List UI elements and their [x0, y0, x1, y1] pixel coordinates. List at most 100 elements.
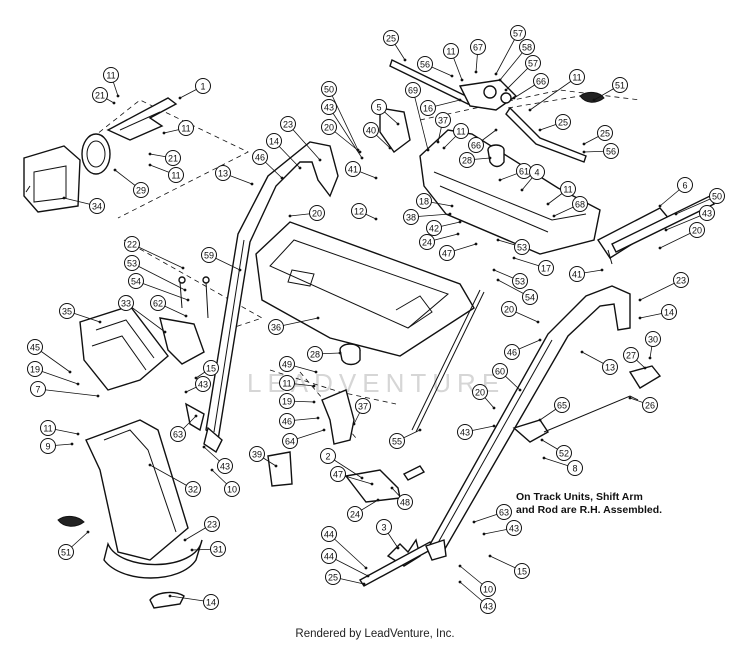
callout-number: 10 — [483, 585, 493, 595]
part-callout: 20 — [689, 222, 705, 238]
callout-circle — [279, 393, 295, 409]
callout-number: 6 — [682, 181, 687, 191]
part-callout: 24 — [347, 506, 363, 522]
callout-circle — [351, 203, 367, 219]
part-callout: 4 — [529, 164, 545, 180]
callout-number: 53 — [517, 243, 527, 253]
callout-number: 46 — [282, 417, 292, 427]
part-callout: 56 — [417, 56, 433, 72]
callout-circle — [529, 164, 545, 180]
part-callout: 53 — [512, 273, 528, 289]
leader-end — [316, 416, 320, 420]
callout-number: 15 — [206, 364, 216, 374]
callout-circle — [195, 376, 211, 392]
callout-circle — [215, 165, 231, 181]
callout-number: 11 — [456, 127, 465, 137]
part-callout: 18 — [416, 193, 432, 209]
callout-circle — [330, 466, 346, 482]
callout-number: 66 — [536, 77, 546, 87]
callout-circle — [480, 598, 496, 614]
leader-end — [492, 406, 496, 410]
leader-end — [96, 394, 100, 398]
callout-circle — [266, 133, 282, 149]
leader-end — [552, 214, 556, 218]
callout-circle — [195, 78, 211, 94]
part-callout: 40 — [363, 122, 379, 138]
part-callout: 3 — [376, 519, 392, 535]
callout-circle — [355, 398, 371, 414]
callout-number: 14 — [664, 308, 674, 318]
callout-circle — [59, 303, 75, 319]
part-callout: 65 — [554, 397, 570, 413]
leader-end — [370, 482, 374, 486]
leader-end — [458, 564, 462, 568]
leader-end — [582, 150, 586, 154]
callout-number: 2 — [325, 452, 330, 462]
callout-number: 47 — [442, 249, 452, 259]
callout-circle — [567, 460, 583, 476]
callout-circle — [569, 266, 585, 282]
callout-number: 51 — [61, 548, 71, 558]
callout-circle — [492, 363, 508, 379]
callout-circle — [217, 458, 233, 474]
callout-circle — [224, 481, 240, 497]
callout-number: 55 — [392, 437, 402, 447]
leader-end — [458, 220, 462, 224]
leader-end — [148, 163, 152, 167]
callout-circle — [321, 81, 337, 97]
leader-end — [316, 316, 320, 320]
part-callout: 14 — [661, 304, 677, 320]
chute-bracket — [159, 317, 205, 365]
leader-end — [542, 456, 546, 460]
dash-panel — [255, 221, 475, 366]
leader-end — [418, 428, 422, 432]
callout-circle — [203, 360, 219, 376]
leader-end — [360, 156, 364, 160]
leader-end — [194, 414, 198, 418]
leader-line — [131, 262, 186, 291]
callout-circle — [168, 167, 184, 183]
leader-end — [148, 152, 152, 156]
part-callout: 51 — [58, 544, 74, 560]
callout-circle — [204, 516, 220, 532]
leader-end — [474, 70, 478, 74]
callout-circle — [397, 494, 413, 510]
callout-number: 24 — [350, 510, 360, 520]
callout-circle — [699, 205, 715, 221]
part-callout: 37 — [355, 398, 371, 414]
leader-end — [460, 78, 464, 82]
leader-end — [426, 148, 430, 152]
leader-end — [474, 242, 478, 246]
callout-number: 28 — [462, 156, 472, 166]
callout-number: 21 — [168, 154, 178, 164]
part-callout: 56 — [603, 143, 619, 159]
part-callout: 47 — [439, 245, 455, 261]
callout-circle — [118, 295, 134, 311]
part-callout: 39 — [249, 446, 265, 462]
callout-number: 19 — [30, 365, 40, 375]
callout-circle — [279, 413, 295, 429]
leader-end — [488, 156, 492, 160]
callout-number: 8 — [572, 464, 577, 474]
leader-end — [520, 188, 524, 192]
leader-end — [472, 520, 476, 524]
part-callout: 43 — [480, 598, 496, 614]
callout-circle — [279, 375, 295, 391]
leader-end — [274, 464, 278, 468]
callout-number: 11 — [572, 73, 581, 83]
part-callout: 53 — [124, 255, 140, 271]
callout-circle — [268, 319, 284, 335]
callout-number: 20 — [475, 388, 485, 398]
callout-circle — [345, 161, 361, 177]
leader-end — [504, 88, 508, 92]
part-callout: 21 — [92, 87, 108, 103]
callout-number: 49 — [282, 360, 292, 370]
leader-end — [62, 196, 66, 200]
leader-end — [112, 101, 116, 105]
callout-number: 11 — [446, 47, 455, 57]
callout-circle — [642, 397, 658, 413]
leader-end — [494, 72, 498, 76]
callout-number: 63 — [173, 430, 183, 440]
callout-number: 57 — [513, 29, 523, 39]
